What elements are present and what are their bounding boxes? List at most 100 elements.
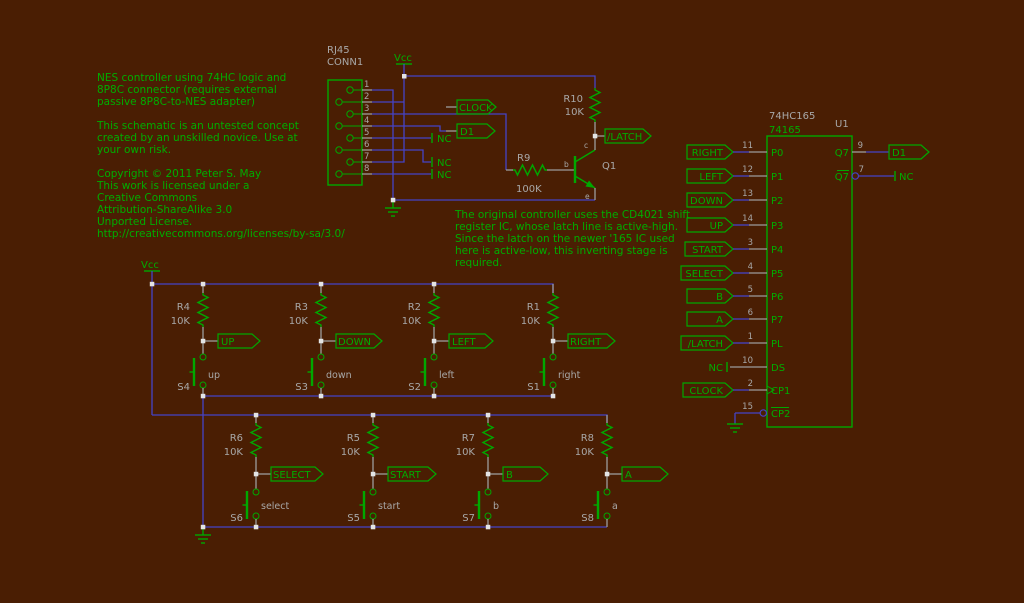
license-url: http://creativecommons.org/licenses/by-s… [97, 228, 345, 240]
latch-label-text: /LATCH [607, 132, 642, 143]
ic-ref: U1 [835, 119, 849, 130]
switch-name: select [261, 501, 290, 512]
vcc-symbol-top: Vcc [394, 53, 412, 76]
vcc-rail-row1 [152, 283, 554, 293]
button-column-down: R3 10K DOWN down S3 [289, 284, 383, 396]
description-note: NES controller using 74HC logic and 8P8C… [96, 72, 345, 240]
note-line: your own risk. [97, 144, 171, 156]
net-label-text: DOWN [338, 337, 371, 348]
connector-pin-2: 2 [335, 92, 372, 106]
note-line: NES controller using 74HC logic and [97, 72, 286, 84]
resistor-r10: R10 10K [563, 87, 601, 136]
resistor-value: 10K [224, 447, 244, 458]
pin-name: P4 [771, 245, 783, 256]
collector-line [574, 149, 596, 163]
pin-e: e [585, 192, 590, 201]
button-column-select: R6 10K SELECT select S6 [224, 415, 324, 527]
ic-pin-q7-bar: Q7 7 NC [835, 165, 914, 183]
copyright-line: Attribution-ShareAlike 3.0 [97, 204, 232, 216]
note-line: here is active-low, this inverting stage… [455, 245, 668, 257]
ground-symbol [726, 423, 744, 433]
rj45-connector: RJ45 CONN1 1 2 3 4 5 6 7 8 [327, 45, 372, 186]
note-line: created by an unskilled novice. Use at [97, 132, 298, 144]
net-label-text: LEFT [452, 337, 476, 348]
pin-number: 10 [742, 356, 753, 366]
note-line: This schematic is an untested concept [96, 120, 299, 132]
ic-lib-name: 74HC165 [769, 111, 815, 122]
net-label-text: RIGHT [692, 148, 724, 159]
ic-body [766, 135, 853, 428]
connector-body [327, 79, 363, 186]
switch-ref: S3 [295, 382, 308, 393]
switch-name: down [326, 370, 352, 381]
pin-number: 15 [742, 402, 753, 412]
inversion-bubble [759, 409, 768, 417]
vcc-symbol-bottom: Vcc [141, 260, 160, 284]
resistor-value: 10K [565, 107, 585, 118]
resistor-value: 10K [341, 447, 361, 458]
switch-ref: S5 [347, 513, 360, 524]
resistor-ref: R4 [177, 302, 190, 313]
resistor-ref: R3 [295, 302, 308, 313]
copyright-line: This work is licensed under a [96, 180, 249, 192]
nc-label: NC [437, 134, 451, 145]
nc-label: NC [437, 158, 451, 169]
pin-number: 1 [748, 332, 753, 342]
vcc-label: Vcc [394, 53, 412, 64]
ground-symbol [384, 207, 402, 217]
pin-b: b [564, 160, 569, 169]
switch-ref: S8 [581, 513, 594, 524]
net-label-text: A [716, 315, 723, 326]
pin-number: 1 [364, 80, 369, 90]
note-line: The original controller uses the CD4021 … [454, 209, 690, 221]
inverter-note: The original controller uses the CD4021 … [454, 209, 690, 269]
pin-name: P6 [771, 292, 783, 303]
vcc-rail [404, 75, 596, 88]
pin-number: 9 [858, 141, 863, 151]
pin-number: 8 [364, 164, 369, 174]
emitter-arrow [585, 180, 595, 188]
resistor-value: 10K [521, 316, 541, 327]
copyright-line: Unported License. [97, 216, 192, 228]
net-label-text: B [506, 470, 513, 481]
pin-number: 6 [748, 308, 753, 318]
pin-name: CP2 [771, 409, 790, 420]
vcc-rail-row2 [152, 414, 608, 423]
resistor-value: 100K [516, 184, 542, 195]
net-label-text: DOWN [690, 196, 723, 207]
ic-pin-q7: Q7 9 D1 [835, 141, 930, 160]
pin-name: CP1 [771, 386, 790, 397]
junction-dots-top [390, 74, 598, 203]
pin-number: 13 [742, 189, 753, 199]
resistor-r9: R9 100K [506, 153, 548, 195]
switch-ref: S2 [408, 382, 421, 393]
nc-flag: NC [431, 169, 451, 181]
nc-flag: NC [431, 133, 451, 145]
pin-number: 6 [364, 140, 369, 150]
wire [372, 76, 405, 163]
pin-name: Q7 [835, 172, 849, 183]
connector-pin-5: 5 [346, 128, 372, 142]
switch-ref: S1 [527, 382, 540, 393]
switch-name: right [558, 370, 581, 381]
copyright-line: Copyright © 2011 Peter S. May [97, 168, 261, 180]
wire [372, 113, 507, 170]
connector-pin-6: 6 [335, 140, 372, 154]
nc-flag: NC [431, 157, 451, 169]
net-label-text: UP [710, 221, 723, 232]
button-column-up: R4 10K UP up S4 [171, 284, 261, 396]
button-column-right: R1 10K RIGHT right S1 [521, 284, 616, 396]
pin-number: 3 [748, 238, 753, 248]
connector-pin-8: 8 [335, 164, 372, 178]
switch-name: up [208, 370, 220, 381]
